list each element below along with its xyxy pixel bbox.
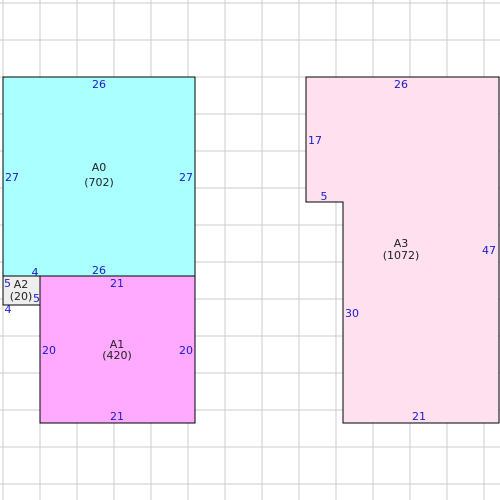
area-a2-dim-bottom: 4 (5, 303, 12, 316)
area-a3-dim-top: 26 (394, 78, 408, 91)
area-a1-shape[interactable] (39, 275, 196, 424)
area-a3-dim-step: 5 (321, 190, 328, 203)
area-a0-dim-bottom: 26 (92, 264, 106, 277)
area-a1-dim-bottom: 21 (110, 410, 124, 423)
area-a2[interactable]: A2 (20) 4 5 5 4 (2, 266, 41, 316)
area-a3-name: A3 (394, 237, 409, 250)
area-a1-dim-right: 20 (179, 344, 193, 357)
area-a2-dim-left: 5 (4, 277, 11, 290)
area-a0-dim-left: 27 (5, 171, 19, 184)
area-a2-shape[interactable] (2, 275, 41, 306)
area-a1-name: A1 (110, 338, 125, 351)
area-a3-dim-bottom: 21 (412, 410, 426, 423)
area-a3-dim-upper-left: 17 (308, 134, 322, 147)
area-a1-size: (420) (102, 349, 132, 362)
area-a2-name: A2 (14, 278, 29, 291)
area-a3-dim-right: 47 (482, 244, 496, 257)
area-a1-dim-left: 20 (42, 344, 56, 357)
area-a2-dim-top: 4 (32, 266, 39, 279)
area-a0-name: A0 (92, 161, 107, 174)
area-a0[interactable]: A0 (702) 26 27 27 26 (2, 76, 196, 277)
area-a3-shape[interactable] (305, 76, 500, 424)
area-a3[interactable]: A3 (1072) 26 17 5 30 47 21 (305, 76, 500, 424)
area-a1-dim-top: 21 (110, 277, 124, 290)
area-a2-size: (20) (10, 290, 33, 303)
area-a0-dim-top: 26 (92, 78, 106, 91)
area-a2-dim-right: 5 (33, 292, 40, 305)
area-a3-size: (1072) (383, 249, 420, 262)
area-a1[interactable]: A1 (420) 21 20 20 21 (39, 275, 196, 424)
area-a0-dim-right: 27 (179, 171, 193, 184)
area-a0-shape[interactable] (2, 76, 196, 277)
area-a3-dim-lower-left: 30 (345, 307, 359, 320)
area-a0-size: (702) (84, 176, 114, 189)
